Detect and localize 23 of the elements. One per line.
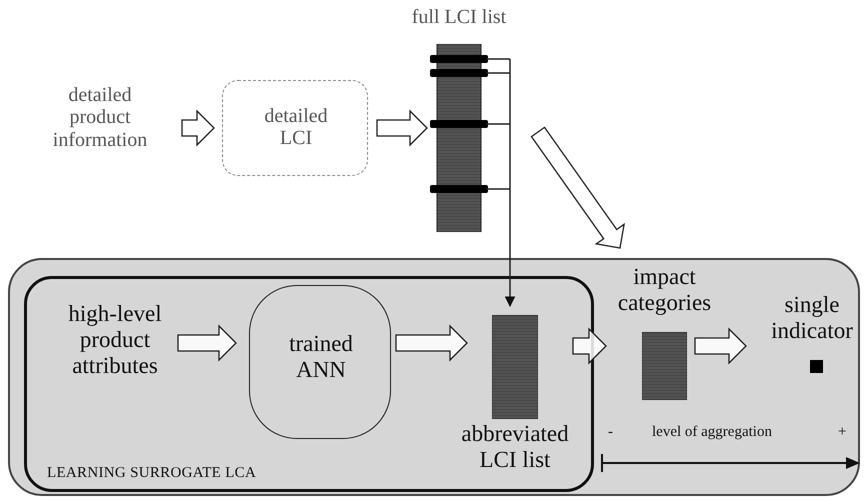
block-arrow (694, 327, 747, 365)
block-arrow (572, 327, 607, 365)
process-box (222, 80, 368, 176)
block-arrow (395, 324, 468, 362)
node-text: detailed LCI (263, 105, 329, 150)
merge-arrow (485, 58, 516, 308)
panel-background (8, 258, 860, 496)
axis-label: level of aggregation (652, 424, 772, 441)
axis-sign: - (608, 424, 613, 441)
node-label: full LCI list (410, 6, 508, 28)
node-label: single indicator (770, 292, 854, 344)
node-label: impact categories (616, 264, 712, 316)
block-arrow (177, 324, 237, 362)
block-arrow (181, 109, 215, 147)
node-text: trained ANN (288, 331, 354, 382)
axis-sign: + (838, 424, 846, 441)
group-title: LEARNING SURROGATE LCA (47, 465, 256, 482)
node-label: abbreviated LCI list (460, 421, 570, 472)
node-text: detailed product information (52, 84, 148, 152)
node-text: high-level product attributes (67, 301, 163, 378)
block-arrow (530, 126, 625, 249)
block-arrow (376, 109, 428, 147)
model-box (249, 285, 391, 439)
